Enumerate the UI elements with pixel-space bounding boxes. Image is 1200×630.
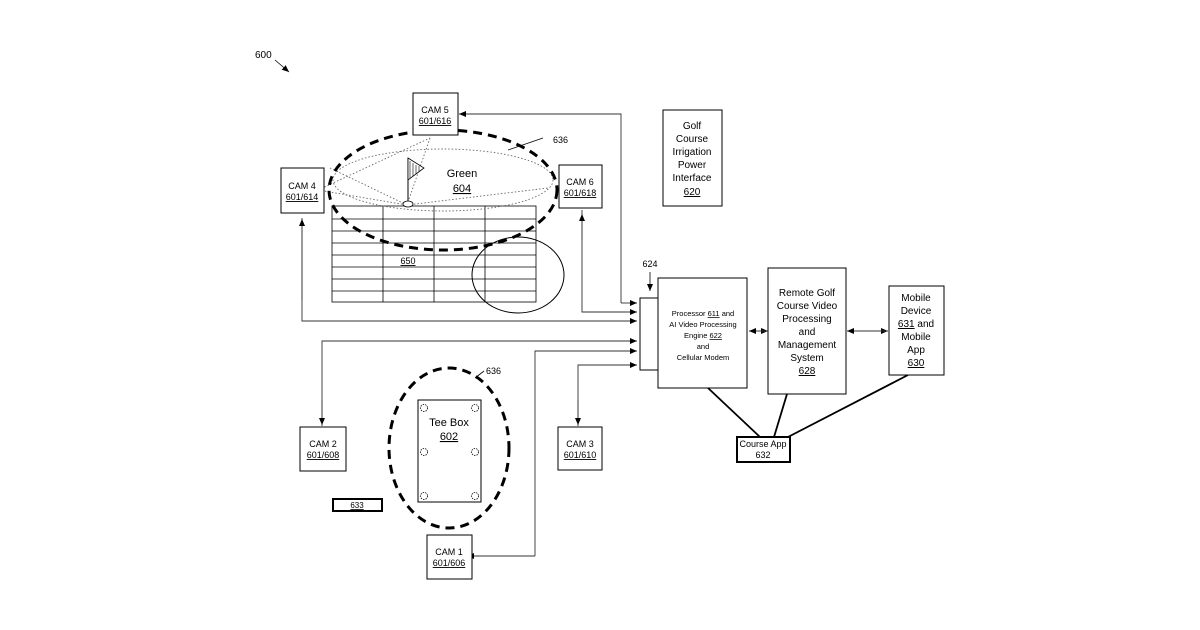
mobile-line-2: Device bbox=[901, 306, 932, 317]
green-label: Green bbox=[447, 168, 478, 180]
processor-unit: 624 Processor 611 and AI Video Processin… bbox=[640, 259, 747, 388]
irrigation-line-2: Course bbox=[676, 134, 709, 145]
cam6-ref: 601/618 bbox=[564, 188, 597, 198]
cam3-box: CAM 3 601/610 bbox=[558, 427, 602, 470]
remote-line-6: System bbox=[790, 353, 823, 364]
figure-ref-label: 600 bbox=[255, 50, 272, 61]
remote-ref: 628 bbox=[799, 366, 816, 377]
green-area: 650 Green 604 636 bbox=[318, 130, 568, 313]
item-633-ref: 633 bbox=[350, 501, 364, 510]
cam1-ref: 601/606 bbox=[433, 558, 466, 568]
course-app-label: Course App bbox=[739, 439, 786, 449]
cam2-box: CAM 2 601/608 bbox=[300, 427, 346, 471]
mobile-line-1: Mobile bbox=[901, 293, 931, 304]
processor-line-4: and bbox=[697, 342, 710, 351]
mobile-line-3: 631 and bbox=[898, 319, 934, 330]
processor-line-3: Engine 622 bbox=[684, 331, 722, 340]
processor-line-1: Processor 611 and bbox=[672, 309, 734, 318]
remote-system-box: Remote Golf Course Video Processing and … bbox=[768, 268, 846, 394]
tee-box-ref: 602 bbox=[440, 431, 458, 443]
grid-ref-label: 650 bbox=[400, 256, 415, 266]
item-633-box: 633 bbox=[333, 499, 382, 511]
course-app-box: Course App 632 bbox=[737, 437, 790, 462]
cam6-label: CAM 6 bbox=[566, 177, 594, 187]
figure-ref-arrow bbox=[275, 60, 289, 72]
remote-line-5: Management bbox=[778, 340, 837, 351]
green-zone-ref: 636 bbox=[553, 135, 568, 145]
cam3-label: CAM 3 bbox=[566, 439, 594, 449]
remote-line-2: Course Video bbox=[777, 301, 838, 312]
tee-box-area: 636 Tee Box 602 bbox=[389, 366, 509, 528]
cam4-label: CAM 4 bbox=[288, 181, 316, 191]
mobile-line-5: App bbox=[907, 345, 925, 356]
tee-box-label: Tee Box bbox=[429, 417, 469, 429]
cam4-ref: 601/614 bbox=[286, 192, 319, 202]
course-app-ref: 632 bbox=[755, 450, 770, 460]
remote-line-3: Processing bbox=[782, 314, 831, 325]
cam1-box: CAM 1 601/606 bbox=[427, 535, 472, 579]
mobile-line-4: Mobile bbox=[901, 332, 931, 343]
irrigation-ref: 620 bbox=[684, 187, 701, 198]
cam1-label: CAM 1 bbox=[435, 547, 463, 557]
green-ref: 604 bbox=[453, 183, 471, 195]
cam2-label: CAM 2 bbox=[309, 439, 337, 449]
irrigation-line-1: Golf bbox=[683, 121, 702, 132]
connector-block bbox=[640, 298, 658, 370]
irrigation-line-3: Irrigation bbox=[673, 147, 712, 158]
mobile-device-box: Mobile Device 631 and Mobile App 630 bbox=[889, 286, 944, 375]
cam4-box: CAM 4 601/614 bbox=[281, 168, 324, 213]
remote-line-4: and bbox=[799, 327, 816, 338]
cam5-ref: 601/616 bbox=[419, 116, 452, 126]
green-zone-636 bbox=[329, 130, 557, 250]
processor-line-2: AI Video Processing bbox=[669, 320, 736, 329]
green-inner-ellipse bbox=[333, 149, 553, 211]
irrigation-interface-box: Golf Course Irrigation Power Interface 6… bbox=[663, 110, 722, 206]
cam5-box: CAM 5 601/616 bbox=[413, 93, 458, 135]
remote-line-1: Remote Golf bbox=[779, 288, 835, 299]
processor-pointer-ref: 624 bbox=[642, 259, 657, 269]
irrigation-line-5: Interface bbox=[673, 173, 712, 184]
processor-line-5: Cellular Modem bbox=[677, 353, 730, 362]
irrigation-line-4: Power bbox=[678, 160, 707, 171]
mobile-ref: 630 bbox=[908, 358, 925, 369]
cam3-ref: 601/610 bbox=[564, 450, 597, 460]
cam6-box: CAM 6 601/618 bbox=[559, 165, 602, 208]
cam2-ref: 601/608 bbox=[307, 450, 340, 460]
tee-zone-ref: 636 bbox=[486, 366, 501, 376]
cam5-label: CAM 5 bbox=[421, 105, 449, 115]
